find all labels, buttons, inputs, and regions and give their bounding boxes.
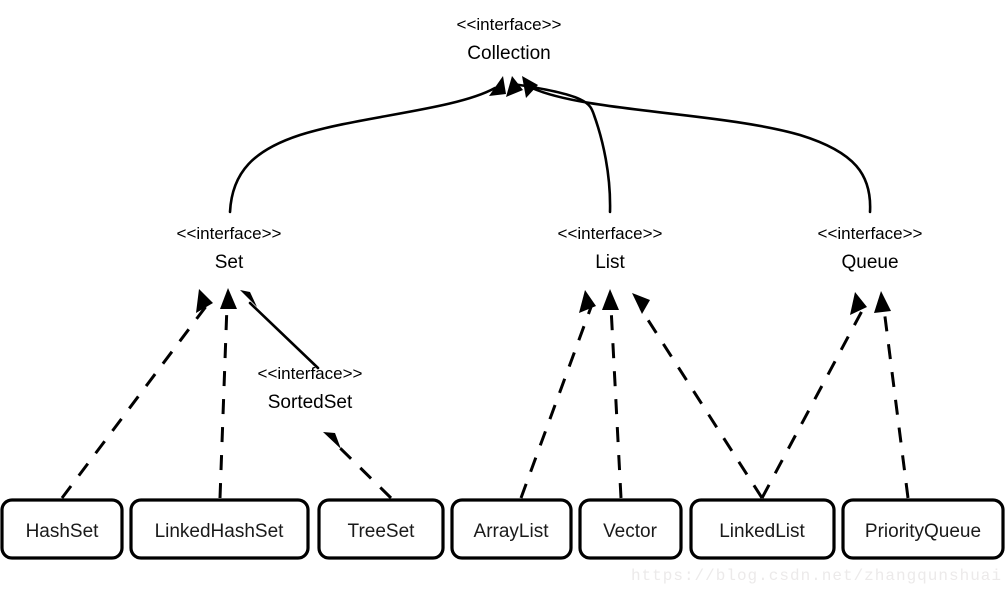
arrowhead-filled bbox=[323, 432, 341, 449]
interface-list: <<interface>> List bbox=[558, 224, 663, 273]
class-label-vector: Vector bbox=[603, 521, 658, 542]
interface-queue: <<interface>> Queue bbox=[818, 224, 923, 273]
class-box-rect[interactable] bbox=[841, 498, 1005, 560]
interface-name-sortedset: SortedSet bbox=[268, 392, 353, 413]
arrowhead-filled bbox=[196, 289, 213, 313]
arrowhead-filled bbox=[579, 290, 596, 313]
class-label-priorityqueue: PriorityQueue bbox=[865, 521, 981, 542]
interface-name-set: Set bbox=[215, 252, 244, 273]
watermark-text: https://blog.csdn.net/zhangqunshuai bbox=[631, 567, 1002, 585]
edge-line bbox=[248, 301, 320, 370]
class-box-linkedlist[interactable]: LinkedList bbox=[689, 498, 836, 560]
edge-linkedlist-to-queue bbox=[760, 292, 867, 499]
class-label-hashset: HashSet bbox=[26, 521, 100, 542]
class-label-linkedhashset: LinkedHashSet bbox=[155, 521, 285, 542]
arrowhead-filled bbox=[240, 290, 257, 307]
edge-line bbox=[334, 442, 393, 500]
class-label-arraylist: ArrayList bbox=[474, 521, 550, 542]
class-box-linkedhashset[interactable]: LinkedHashSet bbox=[129, 498, 310, 560]
arrowhead-filled bbox=[220, 288, 237, 309]
interface-set: <<interface>> Set bbox=[177, 224, 282, 273]
class-box-arraylist[interactable]: ArrayList bbox=[450, 498, 573, 560]
class-box-vector[interactable]: Vector bbox=[578, 498, 683, 560]
arrowhead-filled bbox=[602, 289, 619, 310]
class-box-rect[interactable] bbox=[689, 498, 836, 560]
edge-line bbox=[609, 306, 623, 499]
edge-queue-to-collection bbox=[522, 76, 872, 214]
interface-name-list: List bbox=[595, 252, 625, 273]
edge-linkedlist-to-list bbox=[632, 293, 764, 499]
interface-stereotype-label: <<interface>> bbox=[818, 224, 923, 243]
edge-line bbox=[60, 304, 209, 499]
edge-priorityqueue-to-queue bbox=[874, 291, 910, 499]
class-box-rect[interactable] bbox=[129, 498, 310, 560]
arrowhead-filled bbox=[850, 292, 867, 315]
edge-vector-to-list bbox=[602, 289, 623, 499]
arrowhead-filled bbox=[522, 76, 538, 98]
edge-set-to-collection bbox=[228, 76, 506, 214]
edge-linkedhashset-to-set bbox=[218, 288, 237, 499]
edge-list-to-collection bbox=[506, 76, 612, 214]
interface-stereotype-label: <<interface>> bbox=[457, 15, 562, 34]
class-box-priorityqueue[interactable]: PriorityQueue bbox=[841, 498, 1005, 560]
arrowhead-filled bbox=[506, 76, 523, 97]
interface-sortedset: <<interface>> SortedSet bbox=[258, 364, 363, 413]
interface-name-queue: Queue bbox=[841, 252, 898, 273]
interface-stereotype-label: <<interface>> bbox=[177, 224, 282, 243]
class-box-rect[interactable] bbox=[450, 498, 573, 560]
class-box-rect[interactable] bbox=[578, 498, 683, 560]
interface-stereotype-label: <<interface>> bbox=[258, 364, 363, 383]
edge-line bbox=[639, 308, 764, 499]
edge-sortedset-to-set bbox=[240, 290, 320, 370]
class-box-rect[interactable] bbox=[0, 498, 124, 560]
class-label-linkedlist: LinkedList bbox=[719, 521, 805, 542]
interface-stereotype-label: <<interface>> bbox=[558, 224, 663, 243]
class-box-hashset[interactable]: HashSet bbox=[0, 498, 124, 560]
edge-line bbox=[530, 86, 872, 214]
class-box-treeset[interactable]: TreeSet bbox=[317, 498, 445, 560]
interface-collection: <<interface>> Collection bbox=[457, 15, 562, 64]
edge-line bbox=[511, 82, 612, 214]
edge-line bbox=[760, 308, 865, 499]
edge-hashset-to-set bbox=[60, 289, 213, 499]
edge-line bbox=[882, 308, 910, 499]
class-box-rect[interactable] bbox=[317, 498, 445, 560]
arrowhead-filled bbox=[874, 291, 891, 313]
edge-line bbox=[228, 86, 497, 214]
class-label-treeset: TreeSet bbox=[348, 521, 416, 542]
edge-treeset-to-sortedset bbox=[323, 432, 393, 500]
arrowhead-filled bbox=[632, 293, 650, 314]
interface-name-collection: Collection bbox=[467, 43, 550, 64]
edge-arraylist-to-list bbox=[519, 290, 596, 499]
edge-line bbox=[218, 304, 229, 499]
arrowhead-filled bbox=[489, 76, 506, 96]
edge-line bbox=[519, 306, 593, 499]
